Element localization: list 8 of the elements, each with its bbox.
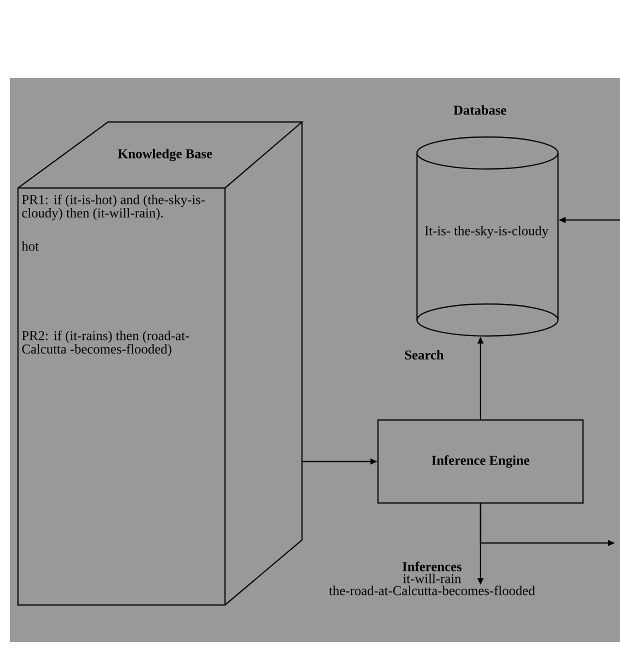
node-label: Database bbox=[454, 105, 506, 115]
database-cylinder: Database It-is- the-sky-is-cloudy bbox=[416, 105, 559, 337]
output-text: Inferences it-will-rain the-road-at-Calcutta-becomes-flooded bbox=[329, 562, 535, 596]
process-box: Inference Engine bbox=[377, 419, 584, 504]
knowledge-base-cube: Knowledge Base PR1: if (it-is-hot) and (the-sky-is-cloudy) then (it-will-rain). hot PR2: if (it-rains) then (road-at-Calcutta -becomes-flooded) bbox=[17, 121, 304, 606]
node-label: Knowledge Base bbox=[118, 148, 212, 162]
edge-label: Search bbox=[405, 350, 444, 360]
node-label: It-is- the-sky-is-cloudy bbox=[424, 226, 548, 238]
